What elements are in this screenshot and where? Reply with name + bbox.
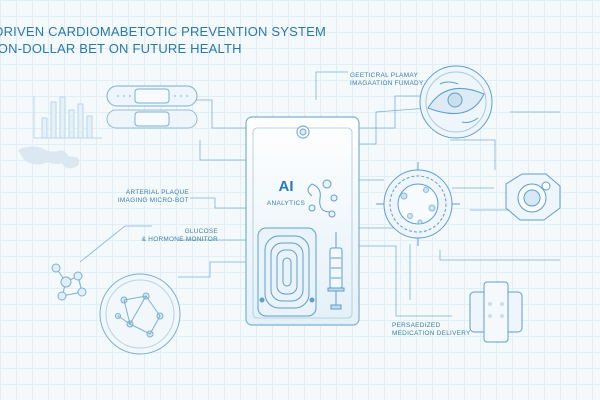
world-map-icon [18, 146, 80, 169]
artery-cross-section-icon [376, 162, 460, 246]
glucose-line-2: & Hormone Monitor [141, 236, 218, 243]
ai-sublabel: Analytics [266, 200, 306, 207]
arterial-line-1: Arterial Plaque [125, 189, 189, 196]
medication-line-1: Persaedized [392, 322, 441, 329]
genetic-line-1: Geeticral Plamay [350, 72, 419, 79]
genetic-imaging-callout: Geeticral Plamay Imagaation Fumady [350, 72, 424, 88]
ai-label: AI [278, 178, 294, 195]
glucose-callout: Glucose & Hormone Monitor [142, 228, 218, 244]
genetic-line-2: Imagaation Fumady [350, 80, 424, 87]
arterial-plaque-callout: Arterial Plaque Imaging Micro-Bot [118, 189, 189, 205]
connector-lines [79, 71, 560, 317]
medication-line-2: Medication Delivery [392, 330, 471, 337]
micro-chip-icon [257, 227, 317, 317]
wearable-sensor-icon [505, 173, 561, 221]
headline: Driven Cardiomabetotic Prevention System… [0, 23, 326, 57]
bandage-icon [106, 85, 198, 129]
medication-delivery-callout: Persaedized Medication Delivery [392, 322, 471, 338]
molecule-icon [51, 263, 87, 301]
glucose-line-1: Glucose [184, 228, 218, 235]
arterial-line-2: Imaging Micro-Bot [117, 197, 189, 204]
syringe-icon [327, 232, 345, 310]
cell-network-icon [99, 273, 181, 355]
organ-lens-icon [419, 65, 493, 139]
medication-patch-icon [469, 281, 523, 343]
headline-line-2: ion-Dollar Bet on Future Health [0, 41, 242, 56]
headline-line-1: Driven Cardiomabetotic Prevention System [0, 24, 327, 39]
bar-chart-icon [33, 96, 102, 139]
stethoscope-icon [307, 179, 338, 218]
